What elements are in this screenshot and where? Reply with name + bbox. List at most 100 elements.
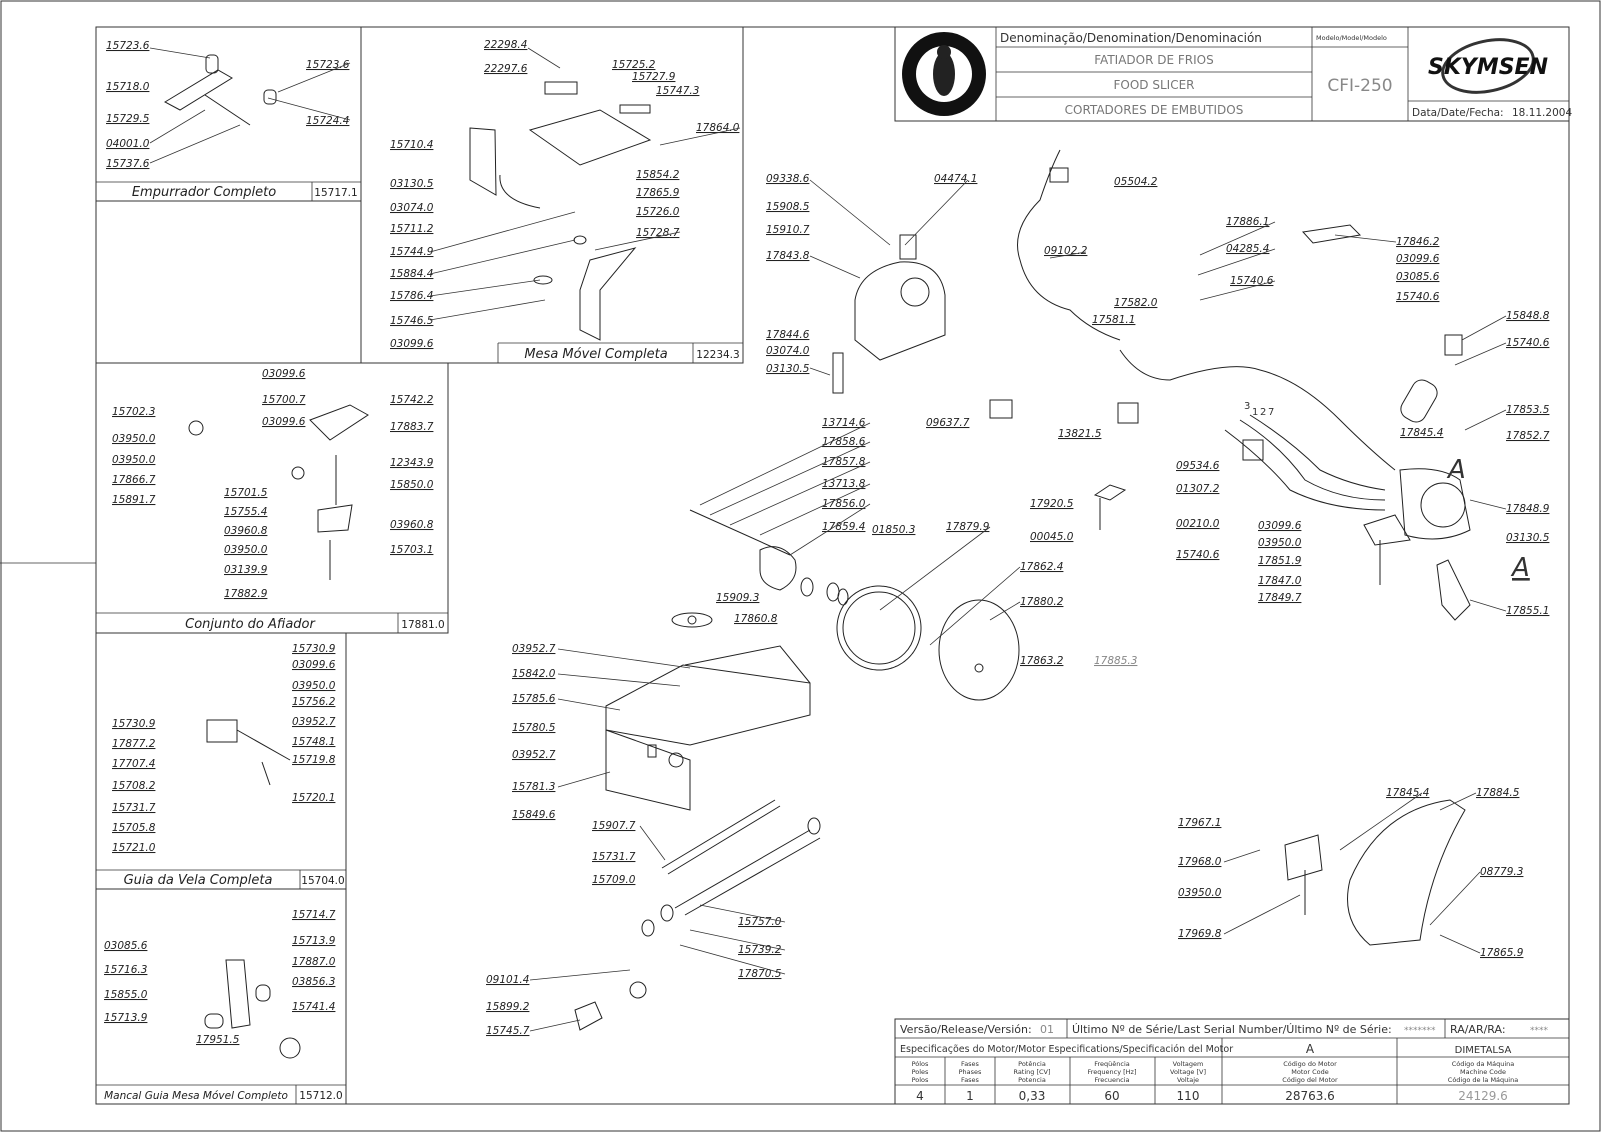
part-label: 22298.4 bbox=[484, 39, 527, 51]
part-label: 15748.1 bbox=[292, 736, 335, 748]
spec-machine-code: 24129.6 bbox=[1458, 1089, 1508, 1103]
leader-lines bbox=[149, 47, 1507, 1032]
part-label: 03130.5 bbox=[766, 363, 810, 375]
svg-text:Rating [CV]: Rating [CV] bbox=[1013, 1068, 1050, 1076]
part-label: 15721.0 bbox=[112, 842, 156, 854]
model-value: CFI-250 bbox=[1327, 76, 1392, 96]
part-label: 15755.4 bbox=[224, 506, 267, 518]
part-label: 15908.5 bbox=[766, 201, 810, 213]
part-label: 17581.1 bbox=[1092, 314, 1135, 326]
ra-label: RA/AR/RA: bbox=[1450, 1023, 1506, 1036]
svg-text:Polos: Polos bbox=[912, 1076, 929, 1084]
svg-text:Machine Code: Machine Code bbox=[1460, 1068, 1506, 1076]
part-label: 17886.1 bbox=[1226, 216, 1269, 228]
part-label: 17843.8 bbox=[766, 250, 810, 262]
title-block: Denominação/Denomination/Denominación Mo… bbox=[894, 26, 1572, 122]
part-label: 15720.1 bbox=[292, 792, 335, 804]
svg-text:Phases: Phases bbox=[959, 1068, 982, 1076]
part-label: 03085.6 bbox=[1396, 271, 1440, 283]
part-label: 17862.4 bbox=[1020, 561, 1063, 573]
part-label: 15740.6 bbox=[1176, 549, 1220, 561]
part-label: 15701.5 bbox=[224, 487, 268, 499]
part-label: 09338.6 bbox=[766, 173, 810, 185]
wiring-marks: 3 1 2 7 bbox=[1244, 401, 1274, 418]
denomination-header: Denominação/Denomination/Denominación bbox=[1000, 31, 1262, 45]
part-label: 15744.9 bbox=[390, 246, 434, 258]
spec-voltage: 110 bbox=[1177, 1089, 1200, 1103]
part-label: 09101.4 bbox=[486, 974, 529, 986]
part-label: 15705.8 bbox=[112, 822, 156, 834]
spec-phases: 1 bbox=[966, 1089, 974, 1103]
part-label: 03139.9 bbox=[224, 564, 268, 576]
part-label: 03960.8 bbox=[390, 519, 434, 531]
part-label: 17885.3 bbox=[1094, 655, 1137, 667]
part-label: 03952.7 bbox=[292, 716, 336, 728]
svg-text:Poles: Poles bbox=[912, 1068, 929, 1076]
part-label: 17877.2 bbox=[112, 738, 156, 750]
part-label: 22297.6 bbox=[484, 63, 528, 75]
part-label: 15855.0 bbox=[104, 989, 148, 1001]
part-label: 15786.4 bbox=[390, 290, 433, 302]
part-label: 15719.8 bbox=[292, 754, 336, 766]
part-label: 15726.0 bbox=[636, 206, 680, 218]
spec-motor-code: 28763.6 bbox=[1285, 1089, 1335, 1103]
svg-text:1: 1 bbox=[1252, 407, 1258, 418]
part-label: 17967.1 bbox=[1178, 817, 1221, 829]
part-label: 15848.8 bbox=[1506, 310, 1550, 322]
part-label: 13713.8 bbox=[822, 478, 866, 490]
part-label: 17864.0 bbox=[696, 122, 740, 134]
part-label: 15708.2 bbox=[112, 780, 156, 792]
name-en: FOOD SLICER bbox=[1114, 78, 1195, 92]
part-label: 15745.7 bbox=[486, 1025, 530, 1037]
spec-frequency: 60 bbox=[1104, 1089, 1119, 1103]
part-label: 15700.7 bbox=[262, 394, 306, 406]
subassembly-boxes: Empurrador Completo 15717.1 Mesa Móvel C… bbox=[95, 26, 744, 1105]
part-label: 03950.0 bbox=[112, 454, 156, 466]
part-label: 15884.4 bbox=[390, 268, 433, 280]
part-label: 15780.5 bbox=[512, 722, 556, 734]
name-pt: FATIADOR DE FRIOS bbox=[1094, 53, 1213, 67]
spec-poles: 4 bbox=[916, 1089, 924, 1103]
part-label: 15737.6 bbox=[106, 158, 150, 170]
part-label: 17844.6 bbox=[766, 329, 810, 341]
part-label: 03074.0 bbox=[390, 202, 434, 214]
svg-text:2: 2 bbox=[1260, 407, 1266, 418]
serial-label: Último Nº de Série/Last Serial Number/Úl… bbox=[1072, 1023, 1392, 1036]
part-label: 15713.9 bbox=[292, 935, 336, 947]
part-label: 15740.6 bbox=[1506, 337, 1550, 349]
part-drawings bbox=[163, 54, 1471, 1059]
part-label: 17857.8 bbox=[822, 456, 866, 468]
part-label: 15711.2 bbox=[390, 223, 434, 235]
part-label: 15781.3 bbox=[512, 781, 555, 793]
part-label: 15909.3 bbox=[716, 592, 759, 604]
part-label: 15747.3 bbox=[656, 85, 699, 97]
ra-value: **** bbox=[1530, 1026, 1549, 1036]
part-label: 15746.5 bbox=[390, 315, 434, 327]
part-label: 15731.7 bbox=[592, 851, 636, 863]
part-label: 17968.0 bbox=[1178, 856, 1222, 868]
part-label: 15730.9 bbox=[292, 643, 336, 655]
part-label: 17859.4 bbox=[822, 521, 865, 533]
assembly-name-mancal: Mancal Guia Mesa Móvel Completo bbox=[104, 1090, 288, 1102]
release-label: Versão/Release/Versión: bbox=[900, 1023, 1032, 1036]
part-label: 13821.5 bbox=[1058, 428, 1102, 440]
part-label: 17865.9 bbox=[636, 187, 680, 199]
assembly-code-afiador: 17881.0 bbox=[401, 619, 444, 631]
part-label: 15723.6 bbox=[106, 40, 150, 52]
skymsen-logo: SKYMSEN bbox=[1428, 38, 1548, 94]
part-label: 17849.7 bbox=[1258, 592, 1302, 604]
part-label: 03952.7 bbox=[512, 643, 556, 655]
part-label: 03952.7 bbox=[512, 749, 556, 761]
part-label: 17845.4 bbox=[1400, 427, 1443, 439]
part-label: 17848.9 bbox=[1506, 503, 1550, 515]
part-label: 15849.6 bbox=[512, 809, 556, 821]
svg-text:Código da Máquina: Código da Máquina bbox=[1452, 1060, 1515, 1068]
release-value: 01 bbox=[1040, 1023, 1054, 1036]
part-label: 17884.5 bbox=[1476, 787, 1520, 799]
part-label: 15727.9 bbox=[632, 71, 676, 83]
part-label: 15757.0 bbox=[738, 916, 782, 928]
part-label: 15709.0 bbox=[592, 874, 636, 886]
part-label: 17880.2 bbox=[1020, 596, 1064, 608]
part-label: 15714.7 bbox=[292, 909, 336, 921]
